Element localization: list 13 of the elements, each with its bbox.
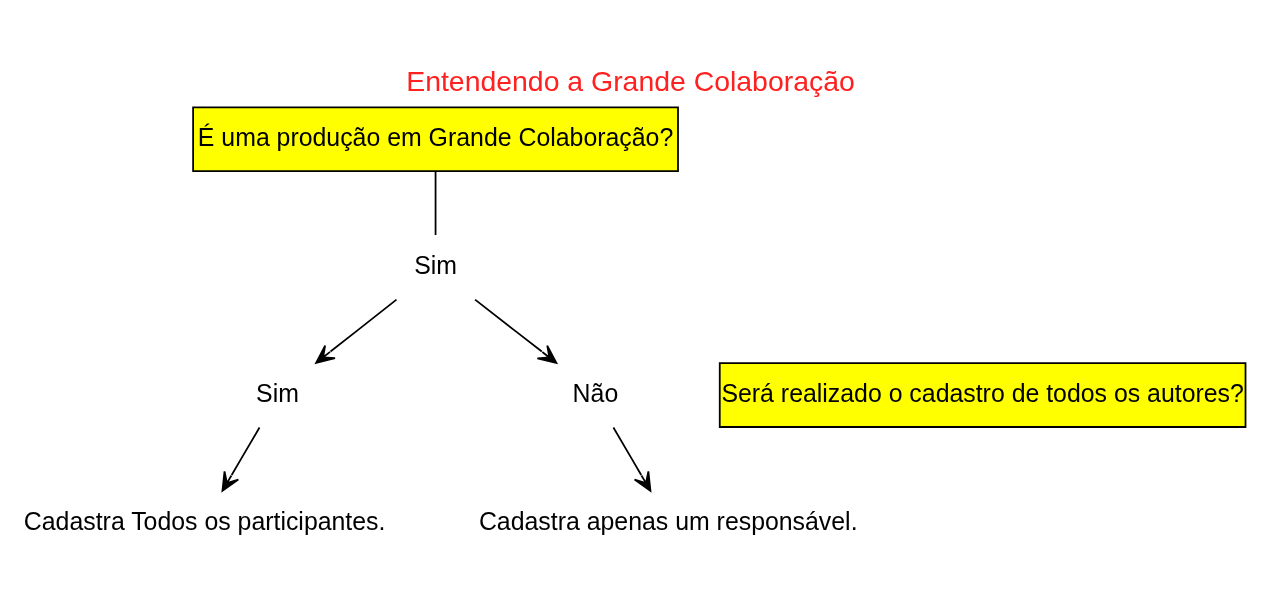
arrow: [221, 426, 261, 492]
node-text: Sim: [256, 378, 299, 407]
node-text: Cadastra Todos os participantes.: [23, 506, 386, 535]
arrow: [612, 426, 652, 492]
diagram-title: Entendendo a Grande Colaboração: [406, 64, 855, 97]
connector: [434, 170, 437, 236]
arrow: [474, 298, 558, 364]
node-text: Sim: [414, 250, 457, 279]
node-box: É uma produção em Grande Colaboração?: [192, 106, 679, 173]
node-text: Não: [572, 378, 619, 407]
arrow: [315, 298, 398, 364]
node-box: Será realizado o cadastro de todos os autores?: [718, 362, 1247, 428]
node-text: Cadastra apenas um responsável.: [478, 506, 858, 535]
